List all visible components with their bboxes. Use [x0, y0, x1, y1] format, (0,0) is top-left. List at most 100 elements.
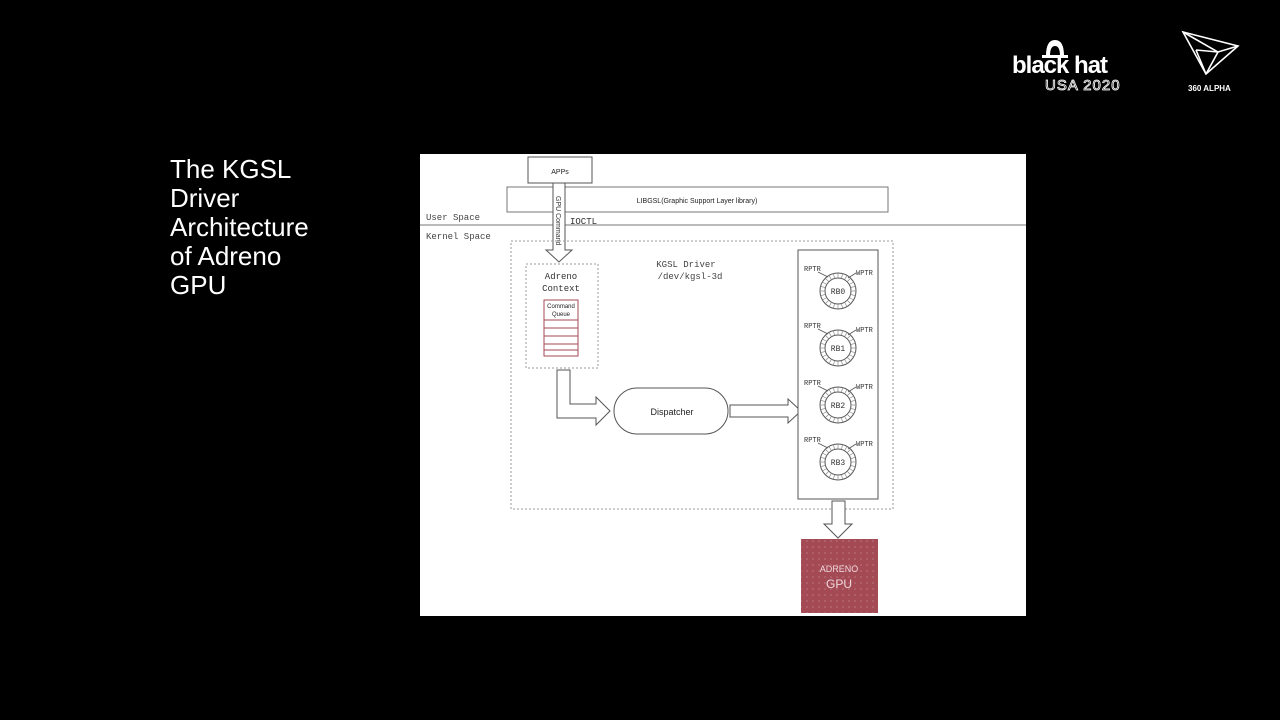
ring-buffer-name-3: RB3	[831, 459, 846, 468]
black-hat-event: USA 2020	[1045, 77, 1121, 95]
ring-buffer-slot	[841, 303, 843, 309]
ring-buffer-slot	[820, 465, 826, 467]
ring-buffer-slot	[849, 354, 854, 358]
ring-buffer-slot	[850, 457, 856, 459]
black-hat-wordmark: black hat	[1012, 52, 1108, 79]
adreno-gpu-texture	[801, 539, 878, 613]
ring-buffer-slot	[844, 359, 848, 364]
adreno-gpu-label-2: GPU	[826, 577, 852, 591]
adreno-gpu-label-1: ADRENO	[820, 564, 859, 574]
ring-buffer-slot	[833, 360, 835, 366]
adreno-context-box	[525, 263, 599, 369]
ring-buffer-slot	[825, 449, 830, 454]
ring-buffer-slot	[822, 395, 827, 399]
ring-buffer-slot	[828, 359, 832, 364]
ring-buffer-name-0: RB0	[831, 288, 846, 297]
apps-label: APPs	[551, 169, 569, 176]
ring-buffer-slot	[844, 389, 848, 394]
ring-buffer-slot	[825, 299, 830, 304]
ring-buffer-slot	[841, 444, 843, 450]
user-space-label: User Space	[426, 213, 480, 223]
rptr-label-0: RPTR	[804, 266, 822, 274]
ring-buffer-slot	[841, 474, 843, 480]
360-alpha-logo: 360 ALPHA	[1178, 28, 1248, 98]
ring-buffer-slot	[825, 413, 830, 418]
command-queue-label-2: Queue	[552, 312, 571, 318]
rptr-pointer-3	[817, 442, 829, 449]
ring-buffer-slot	[822, 354, 827, 358]
ring-buffer-slot	[822, 281, 827, 285]
wptr-label-2: WPTR	[856, 384, 874, 392]
ring-buffer-slot	[820, 457, 826, 459]
ring-buffer-slot	[849, 281, 854, 285]
ring-buffer-slot	[849, 297, 854, 301]
ring-buffer-slot	[833, 273, 835, 279]
command-queue	[543, 299, 579, 357]
ring-buffer-slot	[841, 330, 843, 336]
queue-to-dispatcher-arrow	[556, 369, 611, 427]
libgsl-box	[506, 186, 889, 213]
ring-buffer-slot	[849, 411, 854, 415]
ring-buffer-slot	[825, 392, 830, 397]
gpu-command-arrow	[544, 182, 574, 263]
kgsl-driver-region	[510, 240, 894, 510]
ring-buffer-slot	[828, 446, 832, 451]
ring-buffer-slot	[828, 275, 832, 280]
rptr-label-1: RPTR	[804, 323, 822, 331]
rptr-pointer-0	[817, 271, 829, 278]
ring-buffer-slot	[828, 416, 832, 421]
ring-buffer-slot	[841, 417, 843, 423]
ring-buffer-slot	[828, 302, 832, 307]
ring-buffer-slot	[833, 417, 835, 423]
ring-buffer-slot	[833, 330, 835, 336]
ring-buffer-slot	[850, 294, 856, 296]
gpu-command-label: GPU Command	[554, 196, 561, 246]
ring-buffer-slot	[849, 452, 854, 456]
ring-buffer-slot	[846, 413, 851, 418]
ring-buffer-slot	[820, 286, 826, 288]
ring-buffer-slot	[846, 449, 851, 454]
ring-buffer-slot	[850, 351, 856, 353]
ring-buffer-slot	[820, 400, 826, 402]
ring-buffer-slot	[849, 395, 854, 399]
command-queue-label-1: Command	[547, 304, 575, 310]
ring-buffer-slot	[841, 273, 843, 279]
wptr-label-1: WPTR	[856, 327, 874, 335]
ring-buffer-slot	[822, 297, 827, 301]
360-alpha-label: 360 ALPHA	[1188, 84, 1231, 93]
ring-buffer-slot	[825, 335, 830, 340]
ring-buffer-slot	[844, 416, 848, 421]
wptr-label-0: WPTR	[856, 270, 874, 278]
ring-buffer-slot	[822, 411, 827, 415]
adreno-context-label-2: Context	[542, 284, 580, 294]
ring-buffer-slot	[850, 343, 856, 345]
slide-title: The KGSL Driver Architecture of Adreno G…	[170, 154, 309, 300]
rptr-pointer-1	[817, 328, 829, 335]
kernel-space-label: Kernel Space	[426, 232, 491, 242]
black-hat-logo: black hat USA 2020	[1010, 36, 1150, 96]
ring-buffer-slot	[844, 302, 848, 307]
ring-buffer-slot	[846, 470, 851, 475]
rptr-label-3: RPTR	[804, 437, 822, 445]
kgsl-architecture-diagram: APPs LIBGSL(Graphic Support Layer librar…	[420, 154, 1026, 616]
rptr-label-2: RPTR	[804, 380, 822, 388]
ring-buffer-slot	[846, 335, 851, 340]
ring-buffer-slot	[833, 444, 835, 450]
hat-icon	[1042, 40, 1068, 58]
ring-buffer-slot	[828, 473, 832, 478]
rb-to-gpu-arrow	[822, 500, 854, 539]
kgsl-driver-label: KGSL Driver	[656, 260, 715, 270]
ring-buffer-slot	[825, 278, 830, 283]
wptr-label-3: WPTR	[856, 441, 874, 449]
ring-buffer-name-1: RB1	[831, 345, 846, 354]
ring-buffer-slot	[849, 338, 854, 342]
dispatcher-label: Dispatcher	[650, 407, 693, 417]
dispatcher-to-rb-arrow	[729, 397, 802, 425]
ring-buffer-slot	[844, 332, 848, 337]
ring-buffer-slot	[846, 299, 851, 304]
ring-buffer-slot	[833, 474, 835, 480]
ring-buffer-slot	[822, 338, 827, 342]
wptr-pointer-0	[847, 272, 857, 279]
ring-buffer-slot	[849, 468, 854, 472]
ring-buffer-slot	[841, 387, 843, 393]
